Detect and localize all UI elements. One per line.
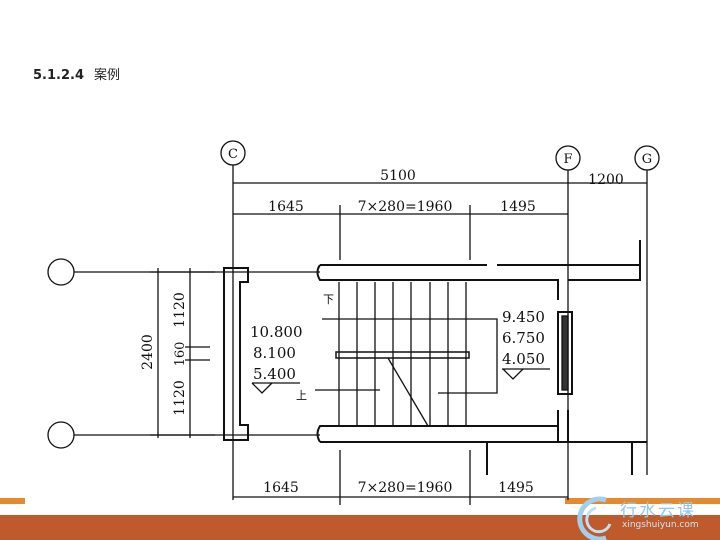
axis-bubble-lower	[47, 421, 75, 449]
handrail	[335, 351, 470, 359]
svg-text:G: G	[642, 152, 652, 167]
dim-top-seg3: 1495	[500, 199, 536, 215]
section-title: 案例	[94, 68, 121, 83]
elevation-right-2: 6.750	[502, 329, 545, 347]
axis-bubble-upper	[47, 258, 75, 286]
drawing-background	[25, 498, 565, 515]
svg-text:F: F	[563, 152, 572, 167]
elevation-left-1: 10.800	[250, 323, 303, 341]
dim-left-lower: 1120	[172, 380, 188, 416]
watermark-name: 行水云课	[620, 501, 696, 521]
dim-total: 5100	[380, 168, 416, 184]
watermark-logo-icon	[577, 496, 612, 540]
axis-c: C	[220, 140, 246, 500]
dim-bottom-seg2: 7×280=1960	[358, 480, 453, 496]
dim-top-seg1: 1645	[268, 199, 304, 215]
svg-text:C: C	[228, 147, 238, 162]
elevation-left-3: 5.400	[253, 365, 296, 383]
dim-left-upper: 1120	[172, 292, 188, 328]
elevation-right-3: 4.050	[502, 350, 545, 368]
dim-bottom-seg3: 1495	[498, 480, 534, 496]
dim-bottom-seg1: 1645	[263, 480, 299, 496]
up-label: 上	[296, 389, 307, 402]
watermark-url: xingshuiyun.com	[622, 520, 699, 530]
dim-right: 1200	[588, 172, 624, 188]
elevation-left-2: 8.100	[253, 344, 296, 362]
dim-top-seg2: 7×280=1960	[358, 199, 453, 215]
elevation-right-1: 9.450	[502, 308, 545, 326]
down-label: 下	[323, 293, 334, 306]
dim-left-total: 2400	[140, 334, 156, 370]
axis-g: G	[634, 145, 660, 475]
dim-left-middle: 160	[173, 342, 188, 367]
section-heading: 5.1.2.4 案例	[33, 64, 120, 83]
section-number: 5.1.2.4	[33, 68, 84, 83]
stair-treads	[338, 282, 467, 426]
footer-band	[0, 515, 720, 540]
